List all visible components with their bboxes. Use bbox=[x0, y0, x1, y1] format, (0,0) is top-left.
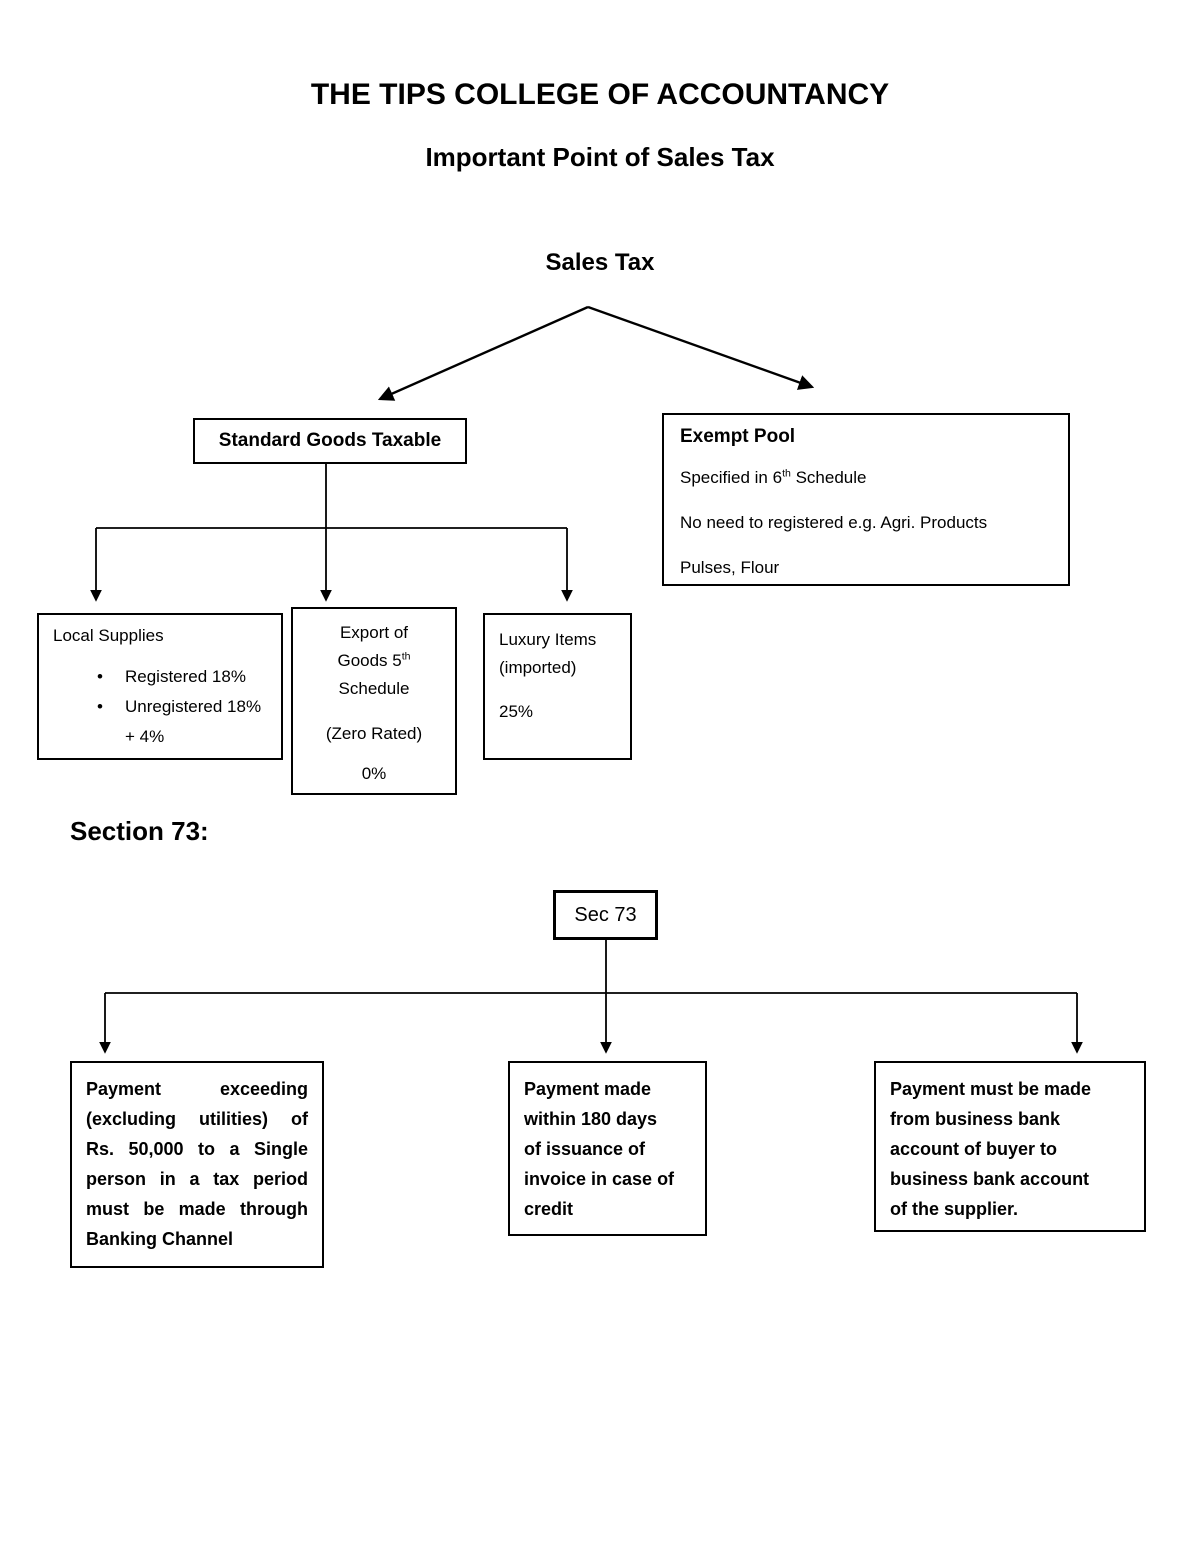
standard-goods-subtree-lines bbox=[90, 464, 573, 602]
page-title: THE TIPS COLLEGE OF ACCOUNTANCY bbox=[310, 78, 890, 111]
luxury-items-line1: Luxury Items bbox=[499, 630, 597, 649]
standard-goods-taxable-label: Standard Goods Taxable bbox=[218, 430, 442, 451]
payment-180-days-box: Payment made within 180 days of issuance… bbox=[508, 1061, 707, 1236]
export-goods-line1: Export of bbox=[339, 623, 409, 642]
arrow-root-to-children bbox=[377, 305, 815, 401]
local-supplies-box: Local Supplies • Registered 18% • Unregi… bbox=[37, 613, 283, 760]
sec-73-label: Sec 73 bbox=[574, 903, 637, 926]
exempt-pool-line-examples: Pulses, Flour bbox=[680, 558, 780, 577]
sales-tax-root-label: Sales Tax bbox=[545, 249, 655, 276]
export-goods-rate: 0% bbox=[361, 764, 387, 783]
payment-banking-channel-box: Payment exceeding (excluding utilities) … bbox=[70, 1061, 324, 1268]
superscript-th: th bbox=[782, 467, 791, 480]
export-goods-box: Export of Goods 5th Schedule (Zero Rated… bbox=[291, 607, 457, 795]
sec-73-box: Sec 73 bbox=[553, 890, 658, 940]
payment-bank-account-box: Payment must be made from business bank … bbox=[874, 1061, 1146, 1232]
bullet-icon: • bbox=[97, 697, 103, 716]
luxury-items-line2: (imported) bbox=[499, 658, 577, 677]
superscript-th: th bbox=[401, 650, 411, 663]
section-73-heading: Section 73: bbox=[70, 816, 209, 846]
export-goods-line2: Goods 5th bbox=[337, 650, 411, 670]
exempt-pool-line-registration: No need to registered e.g. Agri. Product… bbox=[680, 513, 988, 532]
standard-goods-taxable-box: Standard Goods Taxable bbox=[193, 418, 467, 464]
exempt-pool-line-schedule: Specified in 6th Schedule bbox=[680, 467, 867, 487]
list-item-registered: • Registered 18% bbox=[97, 662, 267, 692]
export-goods-line3: Schedule bbox=[338, 679, 410, 698]
sec73-subtree-lines bbox=[99, 940, 1083, 1054]
local-supplies-title: Local Supplies bbox=[53, 626, 164, 645]
exempt-pool-box: Exempt Pool Specified in 6th Schedule No… bbox=[662, 413, 1070, 586]
list-item-unregistered: • Unregistered 18% + 4% bbox=[97, 692, 267, 752]
luxury-items-box: Luxury Items (imported) 25% bbox=[483, 613, 632, 760]
page-subtitle: Important Point of Sales Tax bbox=[425, 142, 775, 172]
export-goods-zero-rated: (Zero Rated) bbox=[325, 724, 423, 743]
bullet-icon: • bbox=[97, 667, 103, 686]
luxury-items-rate: 25% bbox=[499, 702, 534, 721]
exempt-pool-title: Exempt Pool bbox=[680, 426, 796, 447]
